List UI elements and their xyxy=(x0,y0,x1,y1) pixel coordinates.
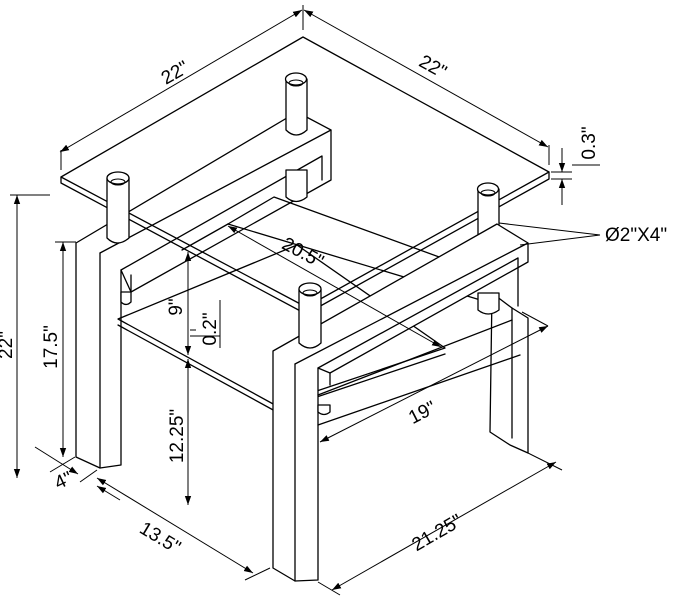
dim-shelf-height: 12.25" xyxy=(167,409,188,463)
dim-base-width: 21.25" xyxy=(408,511,466,556)
dim-shelf-depth: 20.5" xyxy=(278,234,326,273)
leg-callout: Ø2"X4" xyxy=(605,225,667,246)
left-front-post xyxy=(106,171,132,306)
dim-glass-thickness: 0.3" xyxy=(579,126,600,159)
dim-frame-height: 17.5" xyxy=(41,325,62,369)
dimension-lines xyxy=(10,5,601,596)
dim-shelf-width: 19" xyxy=(405,397,439,428)
dim-shelf-gap-upper: 9" xyxy=(166,298,187,315)
dim-total-height: 22" xyxy=(0,331,17,359)
dim-leg-width: 4" xyxy=(51,468,76,494)
dim-top-right-width: 22" xyxy=(415,51,450,83)
front-frame xyxy=(272,223,529,582)
back-right-leg xyxy=(489,292,529,454)
dim-base-depth: 13.5" xyxy=(136,518,184,559)
dim-top-left-width: 22" xyxy=(158,57,193,89)
dim-shelf-glass: 0.2" xyxy=(200,312,221,345)
